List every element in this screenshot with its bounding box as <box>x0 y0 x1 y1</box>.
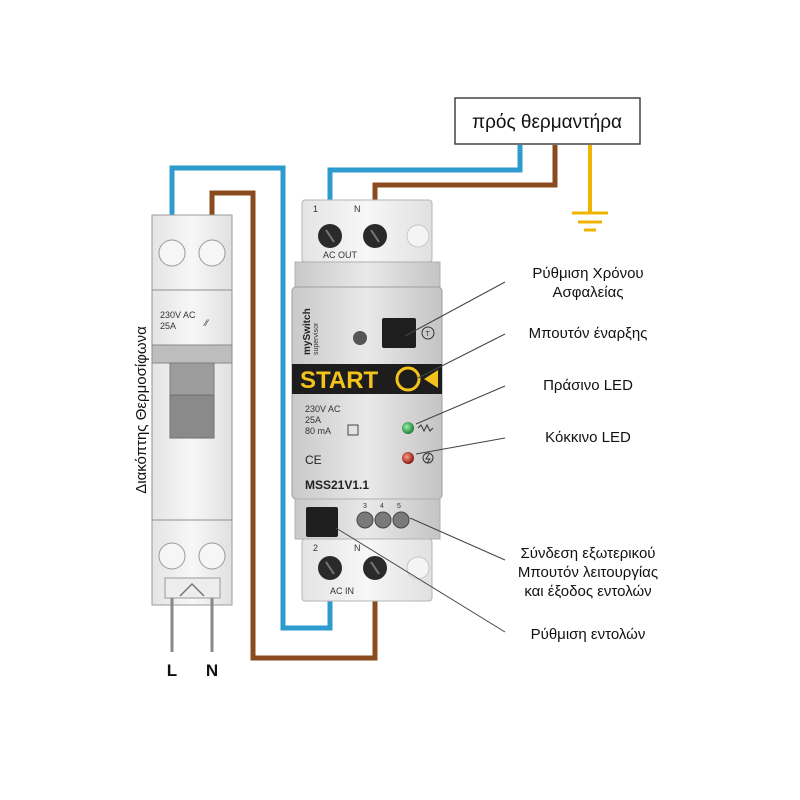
ext-terminal-5-screw[interactable] <box>392 511 410 529</box>
safety-time-knob[interactable] <box>382 318 416 348</box>
leader-lines <box>335 281 506 633</box>
start-stripe <box>292 364 442 394</box>
callout-safety-time-1: Ρύθμιση Χρόνου <box>532 265 643 282</box>
terminal-L-label: L <box>167 661 177 680</box>
callout-external-2: Μπουτόν λειτουργίας <box>518 564 658 581</box>
device: 1 N AC OUT mySwitch supervisor T START 2… <box>291 199 443 602</box>
start-label: START <box>300 367 379 394</box>
callout-safety-time-2: Ασφαλείας <box>552 284 623 301</box>
ext-terminal-5: 5 <box>397 503 401 510</box>
brand-main: mySwitch <box>302 308 313 355</box>
clock-icon: T <box>426 331 431 338</box>
breaker-rating-1: 230V AC <box>160 310 196 320</box>
red-led <box>402 452 414 464</box>
green-led <box>402 422 414 434</box>
top-terminal-n: N <box>354 204 361 214</box>
wire-blue-heater <box>327 145 523 212</box>
breaker-rating-2: 25A <box>160 321 176 331</box>
heater-box: πρός θερμαντήρα <box>454 97 641 145</box>
ext-terminal-3: 3 <box>363 503 367 510</box>
callout-green-led: Πράσινο LED <box>543 377 633 394</box>
resistor-icon <box>417 423 434 433</box>
ext-terminal-4: 4 <box>380 503 384 510</box>
spec-current: 25A <box>305 415 321 425</box>
spec-ma: 80 mA <box>305 426 331 436</box>
wire-brown-upper <box>209 190 378 661</box>
terminal-N-label: N <box>206 661 218 680</box>
ce-mark: CE <box>305 453 322 467</box>
callout-red-led: Κόκκινο LED <box>545 429 631 446</box>
start-button[interactable] <box>395 366 421 392</box>
breaker-switch-symbol: ⁄⁄ <box>203 318 210 328</box>
top-terminal-1: 1 <box>313 204 318 214</box>
spec-voltage: 230V AC <box>305 404 341 414</box>
bottom-terminal-n: N <box>354 543 361 553</box>
wire-brown-heater <box>372 145 558 212</box>
commands-setting-switch[interactable] <box>306 507 338 537</box>
lightning-icon <box>422 452 434 464</box>
ac-out-label: AC OUT <box>323 250 358 260</box>
ext-terminal-4-screw[interactable] <box>374 511 392 529</box>
wire-blue-upper <box>169 165 333 631</box>
start-arrow-icon <box>424 370 438 388</box>
callouts: Ρύθμιση Χρόνου Ασφαλείας Μπουτόν έναρξης… <box>518 265 658 643</box>
callout-start-button: Μπουτόν έναρξης <box>529 325 648 342</box>
breaker: 230V AC 25A ⁄⁄ L N Διακόπτης Θερμοσίφωνα <box>133 214 233 680</box>
ext-terminal-3-screw[interactable] <box>356 511 374 529</box>
bottom-terminal-2: 2 <box>313 543 318 553</box>
callout-external-3: και έξοδος εντολών <box>524 583 651 600</box>
brand-logo-icon <box>353 331 367 345</box>
model-label: MSS21V1.1 <box>305 478 369 492</box>
breaker-side-label: Διακόπτης Θερμοσίφωνα <box>133 326 150 494</box>
heater-label: πρός θερμαντήρα <box>472 112 622 133</box>
wires <box>169 145 608 661</box>
callout-external-1: Σύνδεση εξωτερικού <box>520 545 655 562</box>
callout-commands-setting: Ρύθμιση εντολών <box>531 626 646 643</box>
breaker-lever-top[interactable] <box>151 344 233 364</box>
brand-sub: supervisor <box>313 322 320 355</box>
ac-in-label: AC IN <box>330 586 354 596</box>
